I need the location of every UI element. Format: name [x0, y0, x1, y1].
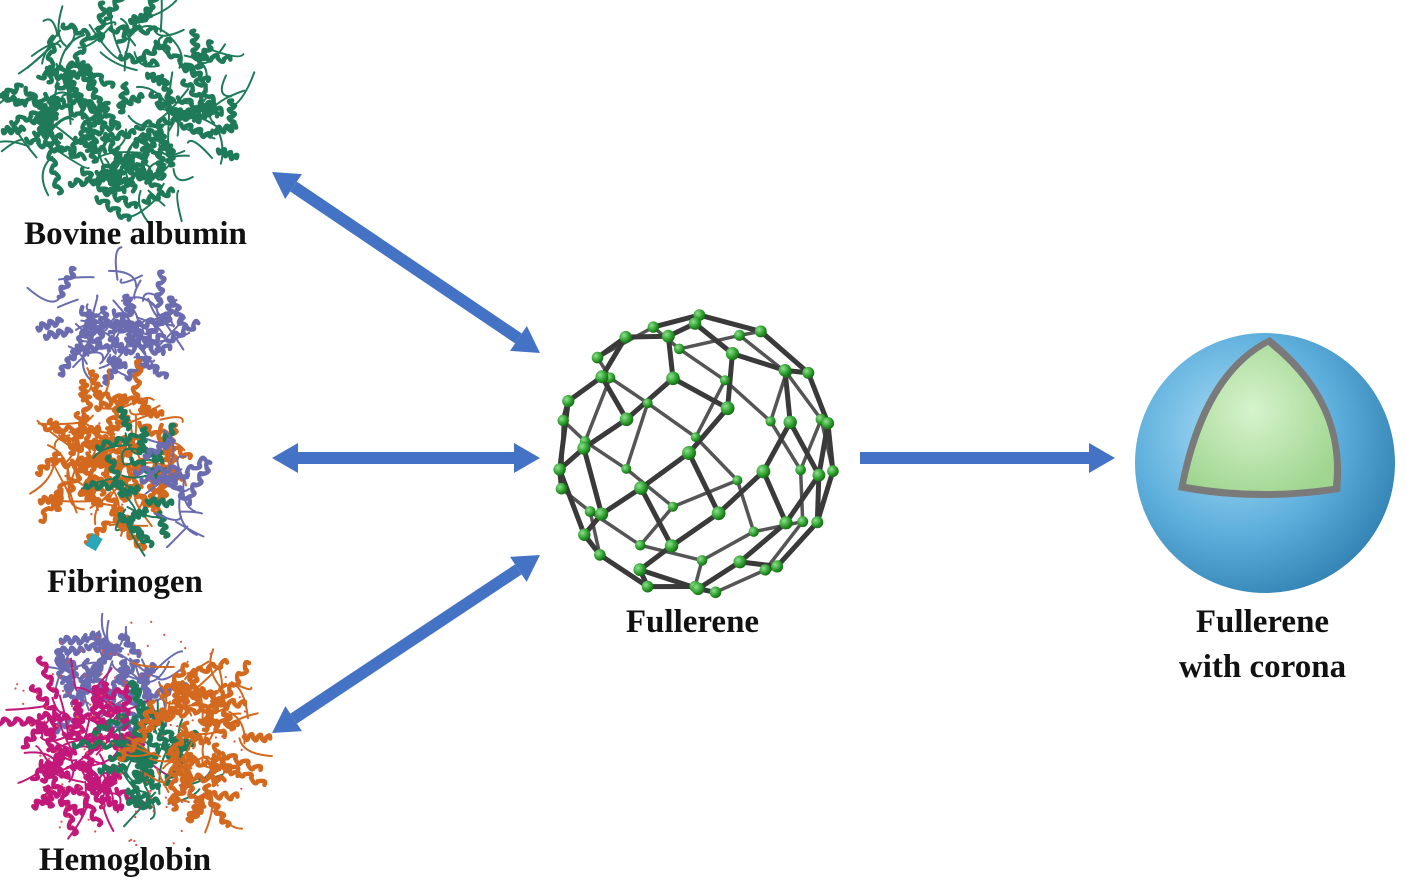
fibrinogen-label: Fibrinogen — [47, 564, 203, 600]
fullerene-label: Fullerene — [625, 604, 760, 640]
albumin-structure-icon — [0, 0, 256, 228]
hemoglobin-label: Hemoglobin — [38, 842, 212, 878]
corona-label-line1: Fullerene — [1195, 604, 1330, 640]
arrow-hemoglobin-fullerene — [272, 555, 540, 733]
arrow-fullerene-corona — [860, 443, 1115, 473]
corona-label-line2: with corona — [1178, 649, 1347, 685]
arrow-fibrinogen-fullerene — [272, 443, 540, 473]
hemoglobin-structure-icon — [0, 612, 273, 847]
fullerene-buckyball-icon — [553, 309, 839, 599]
albumin-label: Bovine albumin — [24, 216, 247, 252]
fibrinogen-structure-icon — [26, 246, 213, 557]
corona-sphere-icon — [1135, 333, 1395, 593]
arrow-albumin-fullerene — [272, 172, 540, 353]
